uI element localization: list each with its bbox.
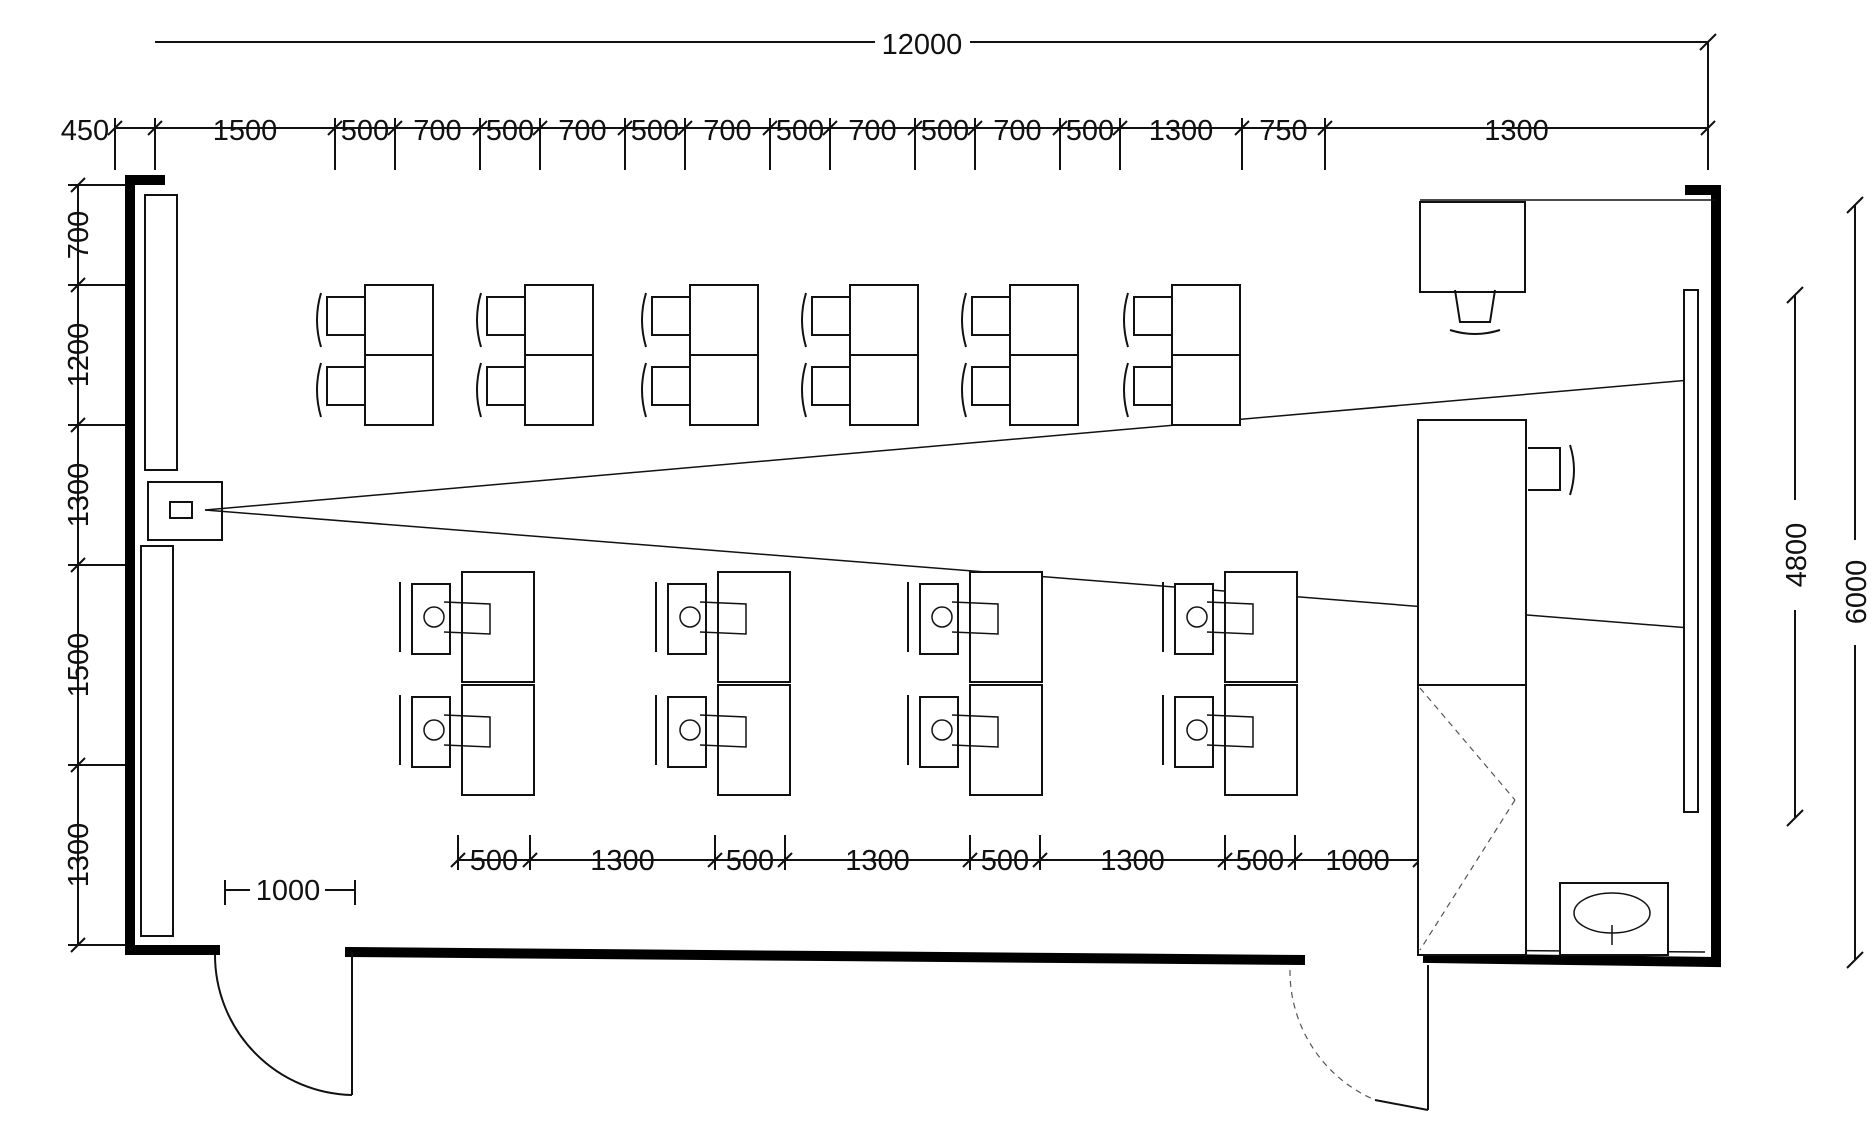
bottom-dim-label: 500 xyxy=(470,845,518,877)
projection-screen xyxy=(1683,289,1699,813)
bottom-dim-label: 500 xyxy=(1236,845,1284,877)
student-desk xyxy=(849,284,919,356)
student-desks xyxy=(316,284,1298,796)
teacher-area xyxy=(1417,201,1575,956)
top-dim-label: 700 xyxy=(558,115,606,147)
student-desk xyxy=(364,354,434,426)
student-desk xyxy=(461,684,535,796)
entrance-door-left xyxy=(214,952,353,1096)
bottom-dim-label: 500 xyxy=(726,845,774,877)
top-dim-label: 500 xyxy=(486,115,534,147)
student-chair xyxy=(326,296,365,336)
inner-depth-label: 4800 xyxy=(1781,523,1813,588)
student-chair xyxy=(971,366,1010,406)
bottom-dim-label: 1300 xyxy=(1100,845,1165,877)
student-desk xyxy=(1009,354,1079,426)
top-dim-label: 700 xyxy=(993,115,1041,147)
top-dim-label: 700 xyxy=(703,115,751,147)
left-dim-label: 1300 xyxy=(63,823,95,888)
student-desk xyxy=(461,571,535,683)
top-dim-label: 450 xyxy=(61,115,109,147)
bottom-dim-label: 500 xyxy=(981,845,1029,877)
seated-student xyxy=(1186,719,1208,741)
student-desk xyxy=(689,284,759,356)
student-desk xyxy=(969,684,1043,796)
student-desk xyxy=(524,284,594,356)
student-chair xyxy=(651,366,690,406)
student-desk xyxy=(524,354,594,426)
seated-student xyxy=(931,719,953,741)
student-desk xyxy=(1224,571,1298,683)
top-dimension-chain: 450 1500 500 700 500 700 500 700 500 700 500 700 500… xyxy=(61,115,1716,170)
student-chair xyxy=(1133,296,1172,336)
student-chair xyxy=(486,296,525,336)
left-dim-label: 700 xyxy=(63,211,95,259)
left-blackboard-bottom xyxy=(140,545,174,937)
right-dimension-outer: 6000 xyxy=(1841,196,1873,969)
sink xyxy=(1559,882,1669,956)
overall-dimension-line: 12000 xyxy=(155,29,1717,140)
student-chair xyxy=(811,366,850,406)
bottom-dimension-chain: 500 1300 500 1300 500 1300 500 1000 xyxy=(450,835,1428,877)
walls xyxy=(125,175,1721,968)
student-desk xyxy=(717,684,791,796)
right-dimension-inner: 4800 xyxy=(1781,286,1813,827)
student-desk xyxy=(689,354,759,426)
top-dim-label: 700 xyxy=(848,115,896,147)
student-desk xyxy=(849,354,919,426)
student-chair xyxy=(971,296,1010,336)
seated-student xyxy=(423,606,445,628)
top-dim-label: 500 xyxy=(341,115,389,147)
bottom-dim-label: 1000 xyxy=(1325,845,1390,877)
student-desk xyxy=(1224,684,1298,796)
student-desk xyxy=(1171,284,1241,356)
door-dimension: 1000 xyxy=(224,875,356,907)
student-chair xyxy=(486,366,525,406)
seated-student xyxy=(679,606,701,628)
seated-student xyxy=(679,719,701,741)
student-chair xyxy=(651,296,690,336)
seated-student xyxy=(931,606,953,628)
student-desk xyxy=(1171,354,1241,426)
entrance-door-right xyxy=(1289,965,1429,1111)
left-blackboard-top xyxy=(144,194,178,471)
top-dim-label: 500 xyxy=(921,115,969,147)
top-dim-label: 750 xyxy=(1259,115,1307,147)
top-dim-label: 1500 xyxy=(213,115,278,147)
student-desk xyxy=(969,571,1043,683)
top-dim-label: 500 xyxy=(1066,115,1114,147)
top-dim-label: 500 xyxy=(631,115,679,147)
bottom-dim-label: 1300 xyxy=(590,845,655,877)
student-desk xyxy=(364,284,434,356)
left-dim-label: 1500 xyxy=(63,633,95,698)
student-desk xyxy=(1009,284,1079,356)
student-chair xyxy=(326,366,365,406)
top-dim-label: 700 xyxy=(413,115,461,147)
outer-depth-label: 6000 xyxy=(1841,560,1873,625)
student-desk xyxy=(717,571,791,683)
bottom-dim-label: 1300 xyxy=(845,845,910,877)
top-dim-label: 500 xyxy=(776,115,824,147)
top-dim-label: 1300 xyxy=(1149,115,1214,147)
left-dim-label: 1200 xyxy=(63,323,95,388)
door-width-label: 1000 xyxy=(256,875,321,907)
top-dim-label: 1300 xyxy=(1484,115,1549,147)
student-chair xyxy=(667,583,707,655)
seated-student xyxy=(1186,606,1208,628)
student-chair xyxy=(1133,366,1172,406)
left-dim-label: 1300 xyxy=(63,463,95,528)
overall-width-label: 12000 xyxy=(882,29,963,61)
left-dimension-chain: 700 1200 1300 1500 1300 xyxy=(63,177,130,953)
seated-student xyxy=(423,719,445,741)
student-chair xyxy=(811,296,850,336)
